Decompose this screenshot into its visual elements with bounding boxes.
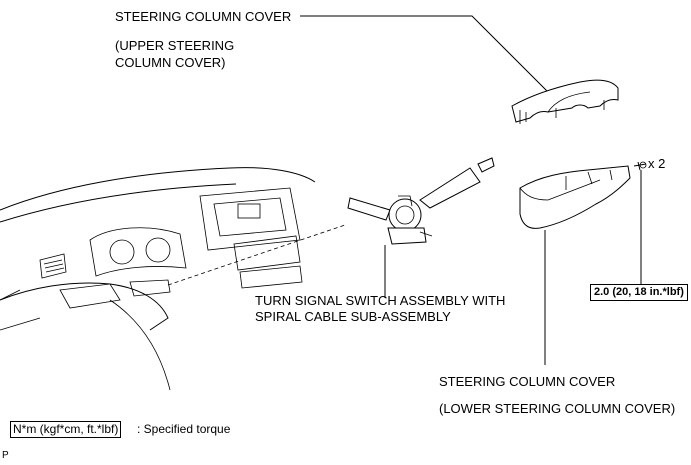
lower-cover-label: STEERING COLUMN COVER — [439, 374, 616, 389]
upper-cover-sublabel-1: (UPPER STEERING — [115, 38, 235, 53]
switch-sublabel: SPIRAL CABLE SUB-ASSEMBLY — [255, 309, 451, 324]
corner-mark: P — [2, 450, 9, 461]
torque-legend-box: N*m (kgf*cm, ft.*lbf) — [10, 421, 122, 438]
install-dashed-line — [167, 224, 346, 286]
turn-signal-switch-assembly — [347, 157, 495, 245]
lower-steering-column-cover — [519, 165, 631, 229]
instrument-panel-sketch — [0, 167, 316, 391]
torque-legend-text: : Specified torque — [137, 422, 231, 436]
switch-label: TURN SIGNAL SWITCH ASSEMBLY WITH — [255, 293, 506, 308]
upper-cover-label: STEERING COLUMN COVER — [115, 9, 292, 24]
torque-spec-box: 2.0 (20, 18 in.*lbf) — [590, 284, 688, 301]
screw — [633, 161, 647, 171]
upper-cover-sublabel-2: COLUMN COVER) — [115, 55, 226, 70]
upper-cover-leader — [300, 15, 553, 97]
screw-quantity: x 2 — [648, 156, 666, 171]
upper-steering-column-cover — [511, 79, 619, 124]
lower-cover-sublabel: (LOWER STEERING COLUMN COVER) — [439, 401, 676, 416]
